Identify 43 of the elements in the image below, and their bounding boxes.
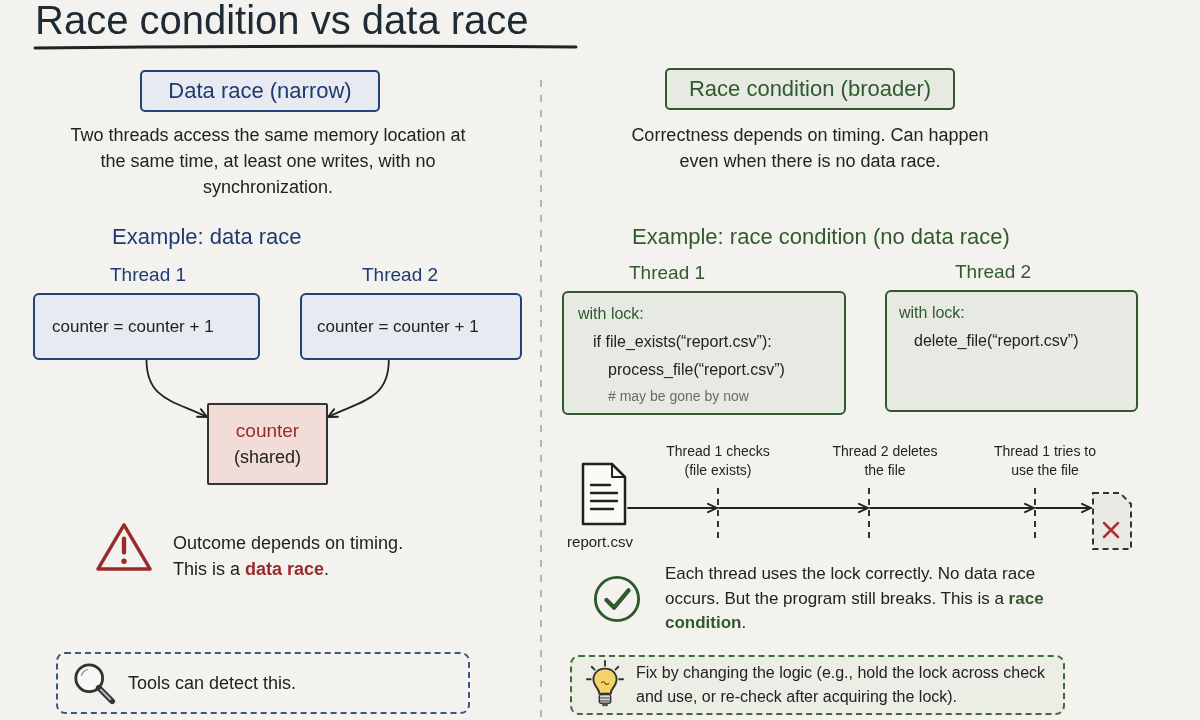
thread-label: Thread 2 xyxy=(362,263,439,287)
variable-note: (shared) xyxy=(234,446,301,469)
curved-arrow xyxy=(145,359,208,418)
code-line: process_file(“report.csv”) xyxy=(608,360,785,380)
step-label: Thread 2 deletes the file xyxy=(831,442,939,480)
arrow xyxy=(627,502,718,514)
thread-label: Thread 2 xyxy=(955,260,1032,284)
note-text: Tools can detect this. xyxy=(128,672,297,695)
document-icon xyxy=(580,461,628,527)
arrow xyxy=(1035,502,1092,514)
arrow xyxy=(869,502,1035,514)
explanation-text: Each thread uses the lock correctly. No data race occurs. But the program still breaks. This is a race condition. xyxy=(665,563,1045,635)
dashed-marker xyxy=(868,488,870,538)
example-heading: Example: data race xyxy=(112,223,302,251)
step-label: Thread 1 checks (file exists) xyxy=(665,442,771,480)
arrow xyxy=(718,502,869,514)
definition-text: Two threads access the same memory location at the same time, at least one writes, with no synchronization. xyxy=(69,124,467,200)
tip-text: Fix by changing the logic (e.g., hold the lock across check and use, or re-check after acquiring the lock). xyxy=(636,663,1047,707)
variable-name: counter xyxy=(235,419,300,443)
heading-box: Race condition (broader) xyxy=(665,68,955,110)
page-title: Race condition vs data race xyxy=(35,0,529,43)
dashed-marker xyxy=(1034,488,1036,538)
note-box xyxy=(56,652,470,714)
code-line: delete_file(“report.csv”) xyxy=(914,331,1079,351)
shared-variable-box xyxy=(207,403,328,485)
curved-arrow xyxy=(327,359,390,418)
tip-box xyxy=(570,655,1065,715)
file-name: report.csv xyxy=(567,532,633,551)
code-line: counter = counter + 1 xyxy=(317,315,479,338)
step-label: Thread 1 tries to use the file xyxy=(993,442,1097,480)
code-line: with lock: xyxy=(578,304,644,324)
definition-text: Correctness depends on timing. Can happen even when there is no data race. xyxy=(630,124,990,174)
code-line: counter = counter + 1 xyxy=(52,315,214,338)
code-comment: # may be gone by now xyxy=(608,387,749,406)
outcome-text: Outcome depends on timing. This is a data race. xyxy=(173,532,405,582)
dashed-marker xyxy=(717,488,719,538)
missing-file-icon xyxy=(1091,491,1133,551)
heading-box: Data race (narrow) xyxy=(140,70,380,112)
thread-label: Thread 1 xyxy=(629,261,706,285)
thread-label: Thread 1 xyxy=(110,263,187,287)
example-heading: Example: race condition (no data race) xyxy=(632,223,1010,251)
code-line: if file_exists(“report.csv”): xyxy=(593,332,772,352)
code-line: with lock: xyxy=(899,303,965,323)
